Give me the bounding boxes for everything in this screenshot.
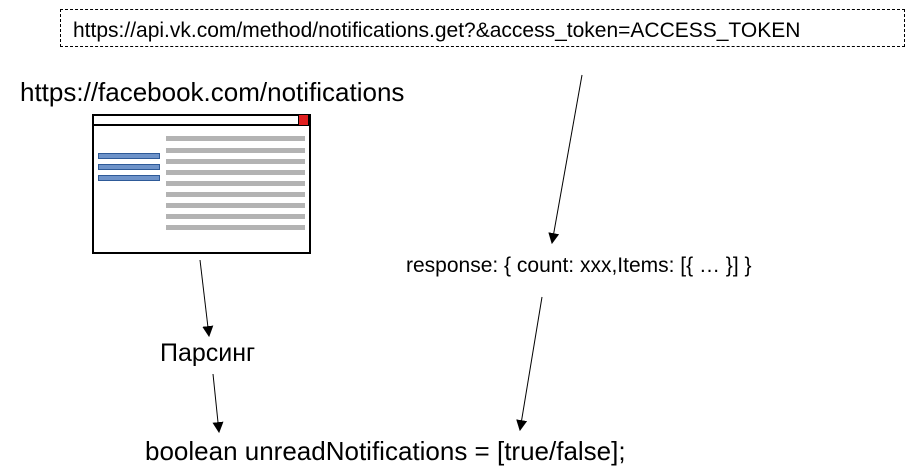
content-line	[166, 136, 305, 141]
content-line	[166, 214, 305, 219]
response-label: response: { count: xxx,Items: [{ … }] }	[406, 254, 752, 277]
arrow-parsing-to-result	[212, 373, 224, 434]
facebook-url-label: https://facebook.com/notifications	[20, 77, 405, 107]
menu-line	[98, 153, 160, 159]
browser-window-icon	[92, 114, 311, 254]
browser-titlebar	[94, 114, 309, 126]
content-line	[166, 159, 305, 164]
content-line	[166, 203, 305, 208]
arrow-browser-to-parsing	[199, 259, 214, 338]
api-url-box: https://api.vk.com/method/notifications.…	[60, 9, 905, 47]
close-icon	[298, 114, 309, 126]
menu-line	[98, 164, 160, 170]
content-line	[166, 192, 305, 197]
menu-line	[98, 175, 160, 181]
content-line	[166, 170, 305, 175]
arrow-api-to-response	[548, 74, 583, 245]
content-line	[166, 225, 305, 230]
content-line	[166, 181, 305, 186]
result-label: boolean unreadNotifications = [true/fals…	[145, 436, 626, 466]
content-line	[166, 148, 305, 153]
parsing-label: Парсинг	[160, 339, 256, 367]
api-url-label: https://api.vk.com/method/notifications.…	[73, 19, 801, 42]
arrow-response-to-result	[516, 296, 543, 432]
